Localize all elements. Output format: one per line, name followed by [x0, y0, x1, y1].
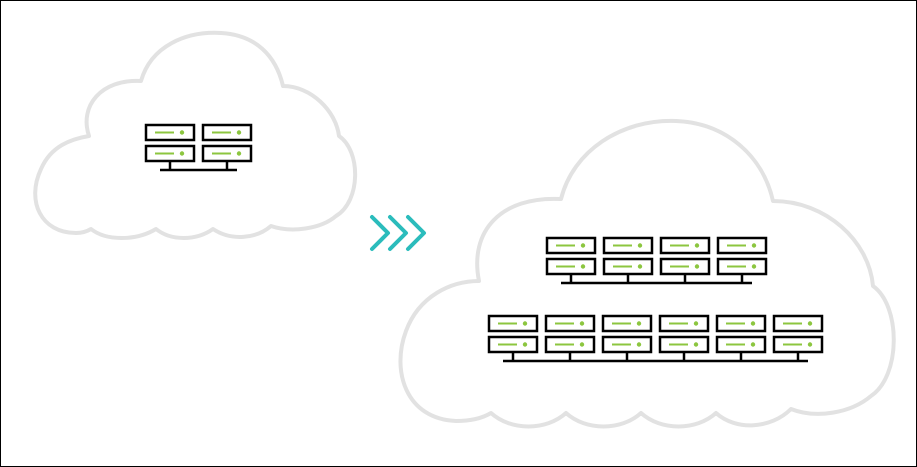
- server-icon: [659, 236, 711, 283]
- server-icon: [487, 314, 539, 361]
- server-icon: [601, 314, 653, 361]
- server-led-icon: [637, 243, 643, 248]
- server-icon: [201, 123, 253, 170]
- server-led-icon: [636, 321, 642, 326]
- server-icon: [602, 236, 654, 283]
- server-icon: [715, 314, 767, 361]
- server-led-icon: [179, 130, 185, 135]
- large-cloud-outline-icon: [398, 118, 896, 429]
- server-icon: [545, 236, 597, 283]
- server-led-icon: [636, 342, 642, 347]
- server-led-icon: [580, 243, 586, 248]
- chevron-right-icon: [388, 215, 408, 251]
- server-led-icon: [750, 342, 756, 347]
- server-led-icon: [637, 264, 643, 269]
- server-led-icon: [750, 321, 756, 326]
- server-unit: [659, 236, 711, 255]
- server-unit: [601, 314, 653, 333]
- server-led-icon: [522, 321, 528, 326]
- server-unit: [144, 123, 196, 142]
- large-cloud-server-racks: [487, 236, 824, 363]
- server-led-icon: [693, 321, 699, 326]
- small-cloud-server-racks: [144, 123, 253, 172]
- server-led-icon: [522, 342, 528, 347]
- triple-chevron-right-icon: [370, 215, 426, 251]
- server-unit: [544, 314, 596, 333]
- server-icon: [544, 314, 596, 361]
- server-unit: [658, 314, 710, 333]
- server-led-icon: [579, 342, 585, 347]
- server-led-icon: [179, 151, 185, 156]
- server-led-icon: [236, 130, 242, 135]
- server-led-icon: [236, 151, 242, 156]
- server-led-icon: [694, 264, 700, 269]
- server-icon: [772, 314, 824, 361]
- chevron-right-icon: [370, 215, 390, 251]
- server-led-icon: [693, 342, 699, 347]
- small-cloud: [33, 30, 358, 240]
- chevron-right-icon: [406, 215, 426, 251]
- scale-out-arrow: [370, 215, 426, 251]
- server-unit: [487, 314, 539, 333]
- server-rack-1: [144, 123, 253, 172]
- server-led-icon: [694, 243, 700, 248]
- server-icon: [144, 123, 196, 170]
- server-unit: [201, 123, 253, 142]
- server-rack-1: [545, 236, 768, 285]
- server-led-icon: [751, 264, 757, 269]
- large-cloud: [398, 118, 896, 429]
- server-icon: [716, 236, 768, 283]
- server-led-icon: [580, 264, 586, 269]
- server-icon: [658, 314, 710, 361]
- server-rack-2: [487, 314, 824, 363]
- server-led-icon: [751, 243, 757, 248]
- server-unit: [545, 236, 597, 255]
- server-unit: [715, 314, 767, 333]
- server-led-icon: [807, 321, 813, 326]
- small-cloud-outline-icon: [33, 30, 358, 240]
- server-led-icon: [579, 321, 585, 326]
- server-led-icon: [807, 342, 813, 347]
- server-unit: [602, 236, 654, 255]
- server-unit: [716, 236, 768, 255]
- server-unit: [772, 314, 824, 333]
